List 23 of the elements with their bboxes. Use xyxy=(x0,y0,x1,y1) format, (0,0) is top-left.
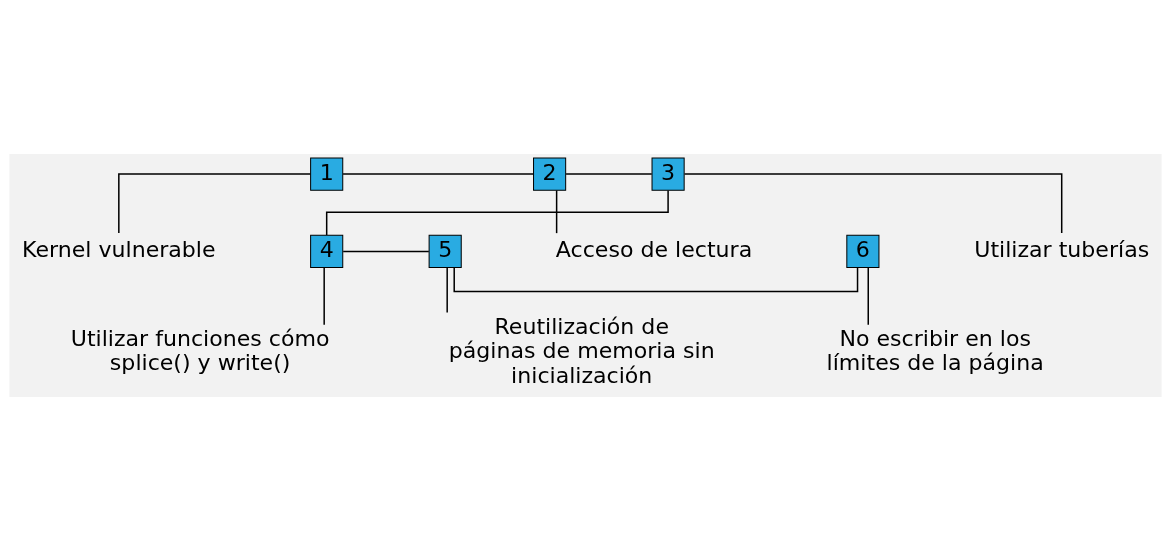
node-box: 4 xyxy=(310,234,344,268)
node-text: Reutilización de páginas de memoria sin inicialización xyxy=(448,313,715,388)
connector xyxy=(683,173,1063,234)
connector xyxy=(118,173,312,234)
connector xyxy=(867,266,869,326)
node-text: Utilizar tuberías xyxy=(974,236,1150,263)
node-text: Utilizar funciones cómo splice() y write() xyxy=(70,325,330,376)
node-box: 3 xyxy=(651,157,685,191)
node-text: No escribir en los límites de la página xyxy=(826,325,1044,376)
node-box: 1 xyxy=(310,157,344,191)
connector xyxy=(342,250,430,253)
node-box: 6 xyxy=(846,234,880,268)
connector xyxy=(342,173,535,175)
node-text: Acceso de lectura xyxy=(555,236,753,263)
node-text: Kernel vulnerable xyxy=(22,236,216,263)
connector xyxy=(565,173,653,175)
connector xyxy=(453,267,859,293)
connector xyxy=(446,266,448,314)
connector xyxy=(555,189,558,234)
node-box: 5 xyxy=(428,234,462,268)
connector xyxy=(323,266,325,326)
connector xyxy=(325,189,669,236)
node-box: 2 xyxy=(533,157,567,191)
